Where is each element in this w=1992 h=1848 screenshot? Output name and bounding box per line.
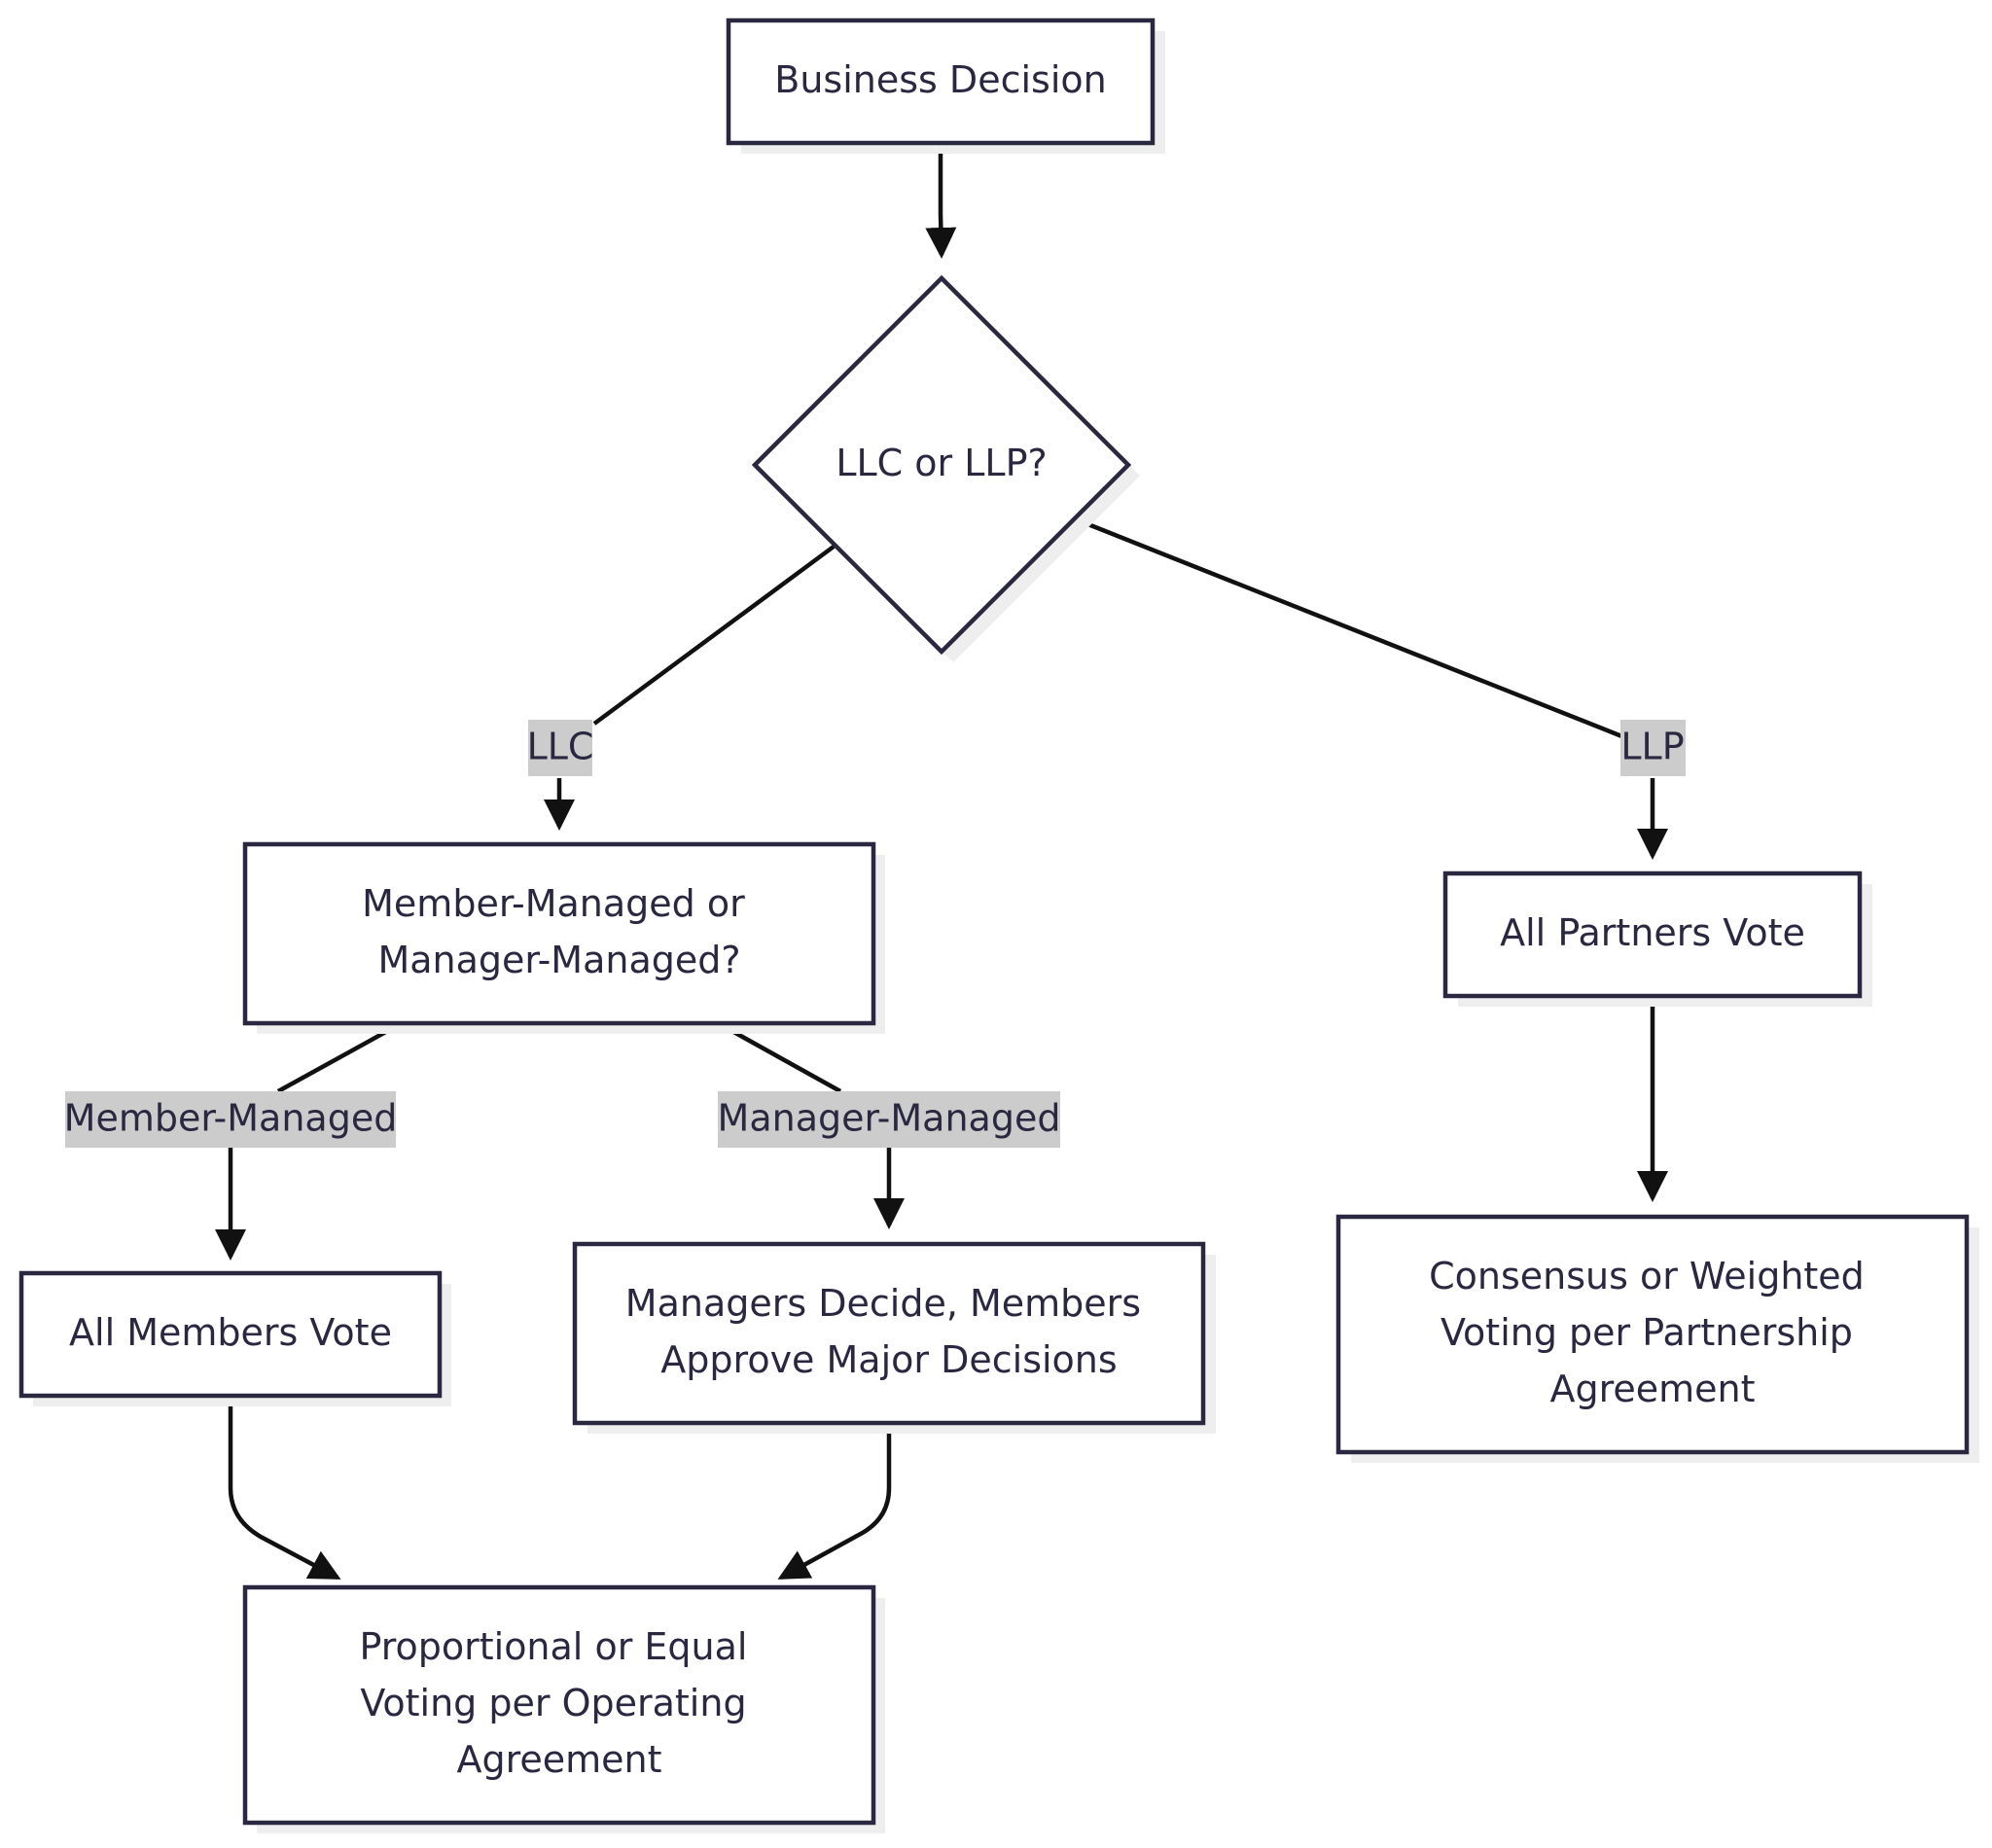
edge-all-members-to-proportional [228, 1395, 341, 1580]
edge-decision-to-llp-label [1075, 516, 1625, 740]
node-business-decision: Business Decision [726, 18, 1165, 154]
node-consensus-line-3: Agreement [1549, 1368, 1755, 1410]
svg-text:Business Decision: Business Decision [774, 58, 1106, 101]
node-member-or-manager-line-1: Member-Managed or [362, 882, 745, 925]
svg-text:All Members Vote: All Members Vote [69, 1311, 392, 1354]
edge-label-llp-text: LLP [1620, 726, 1684, 768]
node-member-or-manager-managed: Member-Managed or Manager-Managed? [242, 841, 885, 1034]
edge-managers-decide-to-proportional [777, 1423, 892, 1580]
node-managers-decide: Managers Decide, Members Approve Major D… [572, 1241, 1216, 1434]
node-managers-decide-line-1: Managers Decide, Members [625, 1282, 1141, 1325]
node-proportional-line-3: Agreement [456, 1738, 661, 1781]
node-all-members-vote: All Members Vote [18, 1270, 451, 1406]
node-consensus-or-weighted-voting: Consensus or Weighted Voting per Partner… [1335, 1214, 1979, 1463]
node-llc-or-llp-line-1: LLC or LLP? [836, 442, 1047, 484]
node-consensus-line-1: Consensus or Weighted [1429, 1255, 1865, 1297]
node-managers-decide-line-2: Approve Major Decisions [660, 1338, 1117, 1381]
node-all-partners-vote-line-1: All Partners Vote [1500, 911, 1805, 954]
node-business-decision-line-1: Business Decision [774, 58, 1106, 101]
edge-label-member-managed-text: Member-Managed [64, 1097, 398, 1140]
edge-label-member-managed: Member-Managed [64, 1091, 398, 1148]
edge-labels: LLC LLP Member-Managed Manager-Managed [64, 720, 1686, 1148]
svg-text:Consensus or Weighted: Consensus or Weighted Voting per Partner… [1429, 1255, 1876, 1410]
node-member-or-manager-line-2: Manager-Managed? [377, 939, 740, 981]
edge-label-llc-text: LLC [527, 726, 594, 768]
edge-member-or-manager-to-member-label [276, 1022, 402, 1093]
svg-text:Managers Decide, Members: Managers Decide, Members Approve Major D… [625, 1282, 1153, 1381]
svg-text:Member-Managed or Mana: Member-Managed or Manager-Managed? [362, 882, 757, 981]
node-proportional-or-equal-voting: Proportional or Equal Voting per Operati… [242, 1584, 885, 1833]
edge-decision-to-llc-label [592, 545, 836, 726]
svg-text:Proportional or Equal: Proportional or Equal Voting per Operati… [359, 1625, 759, 1781]
edges [215, 143, 1668, 1580]
edge-member-or-manager-to-manager-label [718, 1022, 842, 1093]
edge-business-to-decision [925, 143, 957, 259]
edge-label-manager-managed-text: Manager-Managed [718, 1097, 1061, 1140]
node-consensus-line-2: Voting per Partnership [1441, 1311, 1853, 1354]
node-all-members-vote-line-1: All Members Vote [69, 1311, 392, 1354]
node-llc-or-llp-decision: LLC or LLP? [751, 274, 1140, 662]
node-proportional-line-2: Voting per Operating [360, 1682, 746, 1724]
svg-text:LLC or LLP?: LLC or LLP? [836, 442, 1047, 484]
node-all-partners-vote: All Partners Vote [1442, 871, 1872, 1007]
edge-label-llc: LLC [527, 720, 594, 776]
nodes: Business Decision LLC or LLP? Member-Man… [18, 18, 1979, 1833]
svg-text:All Partners Vote: All Partners Vote [1500, 911, 1805, 954]
edge-label-llp: LLP [1620, 720, 1686, 776]
edge-label-manager-managed: Manager-Managed [718, 1091, 1061, 1148]
node-proportional-line-1: Proportional or Equal [359, 1625, 747, 1668]
